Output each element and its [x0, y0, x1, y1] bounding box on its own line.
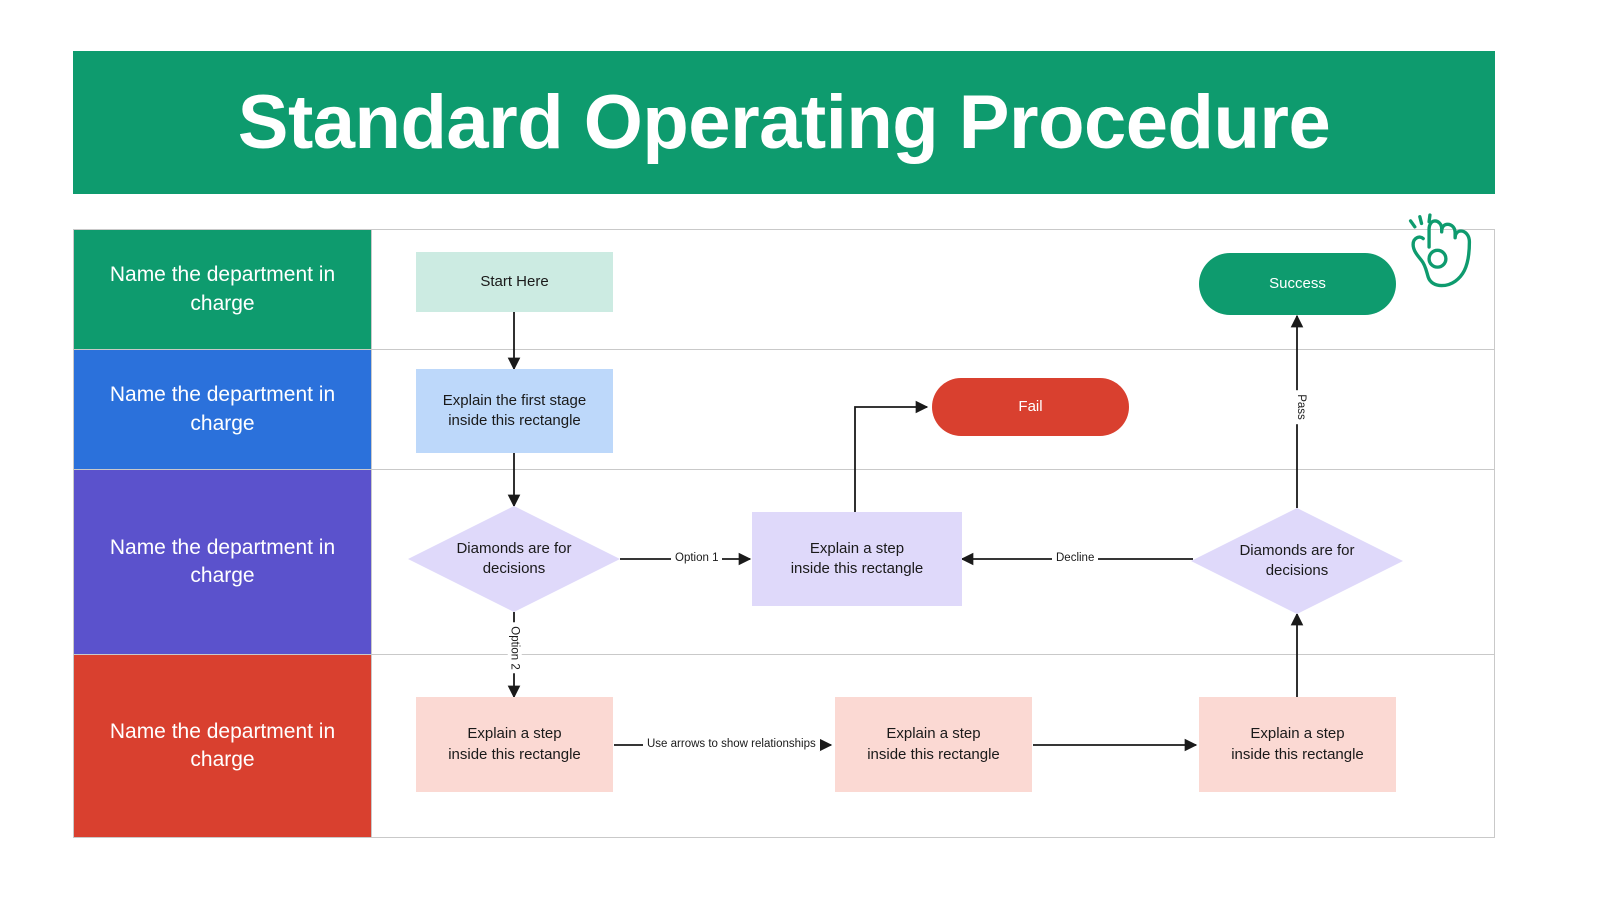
edge-label-option-2: Option 2 — [507, 622, 522, 674]
swimlane-label-3: Name the department in charge — [74, 470, 371, 654]
node-step-bottom-2[interactable]: Explain a step inside this rectangle — [835, 697, 1032, 792]
swimlane-label-1: Name the department in charge — [74, 230, 371, 349]
node-fail[interactable]: Fail — [932, 378, 1129, 436]
node-start-here-label: Start Here — [480, 272, 549, 290]
node-step-bottom-1[interactable]: Explain a step inside this rectangle — [416, 697, 613, 792]
node-start-here[interactable]: Start Here — [416, 252, 613, 312]
node-first-stage-label: Explain the first stage inside this rect… — [442, 391, 587, 429]
page-title: Standard Operating Procedure — [237, 79, 1331, 165]
node-success[interactable]: Success — [1199, 253, 1396, 315]
node-step-bottom-3-label: Explain a step inside this rectangle — [1231, 725, 1364, 763]
node-decision-left-label: Diamonds are for decisions — [456, 539, 572, 577]
node-step-middle[interactable]: Explain a step inside this rectangle — [752, 512, 962, 606]
ok-hand-gesture-icon — [1398, 210, 1482, 294]
page-title-banner: Standard Operating Procedure — [73, 51, 1495, 194]
swimlane-body-1 — [371, 230, 1494, 349]
swimlane-body-4 — [371, 655, 1494, 837]
swimlane-body-2 — [371, 350, 1494, 469]
node-step-bottom-1-label: Explain a step inside this rectangle — [448, 725, 581, 763]
node-decision-right[interactable]: Diamonds are for decisions — [1191, 508, 1403, 614]
node-fail-label: Fail — [1018, 397, 1043, 415]
node-step-bottom-2-label: Explain a step inside this rectangle — [867, 725, 1000, 763]
node-step-middle-label: Explain a step inside this rectangle — [790, 539, 924, 577]
node-first-stage[interactable]: Explain the first stage inside this rect… — [416, 369, 613, 453]
swimlane-grid: Name the department in charge Name the d… — [73, 229, 1495, 838]
swimlane-label-4: Name the department in charge — [74, 655, 371, 837]
edge-label-use-arrows: Use arrows to show relationships — [643, 737, 820, 751]
edge-label-option-1: Option 1 — [671, 551, 723, 565]
swimlane-label-2: Name the department in charge — [74, 350, 371, 469]
node-step-bottom-3[interactable]: Explain a step inside this rectangle — [1199, 697, 1396, 792]
swimlane-row-1: Name the department in charge — [74, 230, 1494, 350]
edge-label-decline: Decline — [1052, 551, 1099, 565]
edge-label-pass: Pass — [1293, 390, 1308, 424]
node-decision-right-label: Diamonds are for decisions — [1239, 541, 1355, 579]
swimlane-row-2: Name the department in charge — [74, 350, 1494, 470]
node-decision-left[interactable]: Diamonds are for decisions — [408, 506, 620, 612]
swimlane-body-3 — [371, 470, 1494, 654]
swimlane-row-3: Name the department in charge — [74, 470, 1494, 655]
swimlane-row-4: Name the department in charge — [74, 655, 1494, 837]
node-success-label: Success — [1269, 274, 1326, 292]
